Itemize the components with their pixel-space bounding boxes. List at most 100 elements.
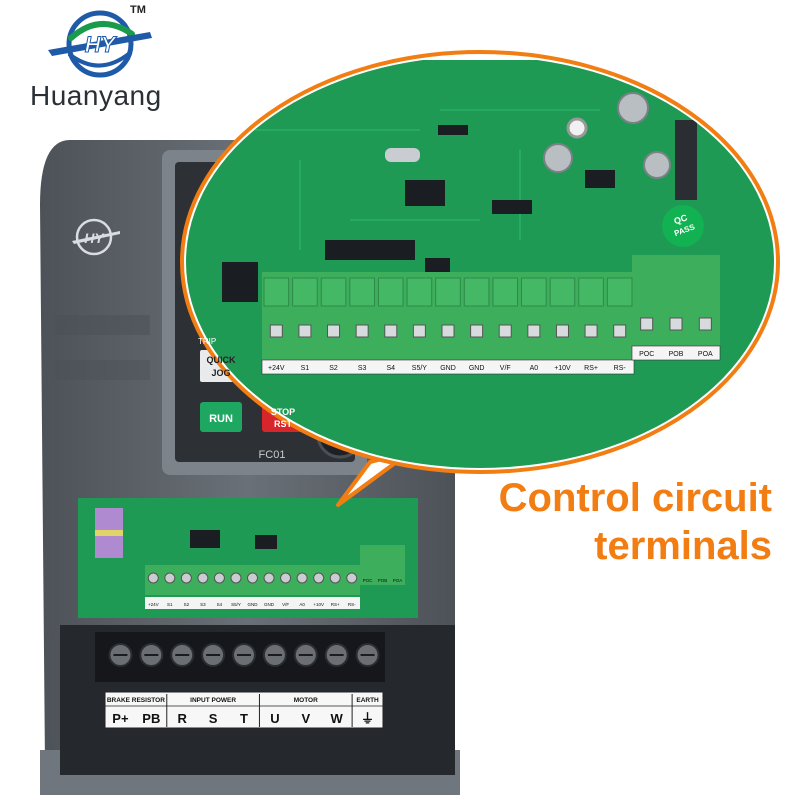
- lower-label-6: GND: [248, 602, 259, 607]
- relay-label-2: POA: [698, 351, 713, 358]
- lower-screw-0: [147, 572, 159, 584]
- terminal-slot-12: [613, 324, 627, 338]
- terminal-slot-10: [555, 324, 569, 338]
- terminal-slot-0: [269, 324, 283, 338]
- lower-label-7: GND: [264, 602, 275, 607]
- ic-chip-2: [492, 200, 532, 214]
- lower-terminal-screws: [147, 572, 358, 584]
- housing-side-ridge-lower: [55, 360, 150, 380]
- housing-side-ridge: [55, 315, 150, 335]
- stop-key-label: STOP: [271, 407, 295, 417]
- terminal-slot-7: [470, 324, 484, 338]
- power-group-title-1: INPUT POWER: [190, 697, 236, 704]
- relay-terminal-screws: [640, 317, 712, 331]
- lower-screw-1: [164, 572, 176, 584]
- lower-screw-3: [197, 572, 209, 584]
- power-label-plate: [104, 691, 384, 729]
- brand-name: Huanyang: [30, 80, 162, 111]
- model-label: FC01: [259, 449, 286, 461]
- lower-relay-label-2: POA: [393, 578, 403, 583]
- trip-label: TRIP: [198, 337, 216, 346]
- jog-key-label: JOG: [211, 368, 230, 378]
- lower-screw-9: [296, 572, 308, 584]
- relay-slot-0: [640, 317, 654, 331]
- terminal-label-2: S2: [329, 365, 338, 372]
- terminal-label-0: +24V: [268, 365, 285, 372]
- power-group-title-3: EARTH: [356, 697, 379, 704]
- lower-screw-12: [346, 572, 358, 584]
- lower-relay-block: [360, 545, 405, 585]
- housing-logo-icon: HY: [72, 218, 120, 256]
- quick-key-label: QUICK: [207, 355, 237, 365]
- power-label-6: V: [301, 711, 310, 726]
- terminal-top-8: [492, 277, 519, 307]
- power-terminal-screws: [108, 643, 380, 667]
- lower-label-4: S4: [217, 602, 223, 607]
- terminal-top-4: [377, 277, 404, 307]
- lower-terminal-label-strip: [145, 597, 360, 609]
- lower-screw-8: [280, 572, 292, 584]
- headline-line-1: Control circuit: [498, 476, 772, 520]
- lower-relay-label-1: POB: [378, 578, 388, 583]
- pcb-chip-2: [255, 535, 277, 549]
- lower-screw-2: [180, 572, 192, 584]
- lower-label-2: S2: [184, 602, 190, 607]
- pin-header: [675, 120, 697, 200]
- terminal-label-1: S1: [301, 365, 310, 372]
- svg-text:HY: HY: [84, 230, 105, 246]
- power-group-title-0: BRAKE RESISTOR: [107, 697, 165, 704]
- terminal-top-0: [263, 277, 290, 307]
- terminal-top-12: [606, 277, 633, 307]
- relay-label-strip: [631, 345, 721, 361]
- terminal-label-3: S3: [358, 365, 367, 372]
- terminal-label-5: S5/Y: [412, 365, 428, 372]
- terminal-top-5: [406, 277, 433, 307]
- terminal-label-6: GND: [440, 365, 456, 372]
- relay-terminal-block: [632, 255, 720, 347]
- lower-label-9: A0: [299, 602, 305, 607]
- terminal-label-7: GND: [469, 365, 485, 372]
- header-connector-2: [425, 258, 450, 272]
- lower-label-5: S5/Y: [231, 602, 241, 607]
- ic-chip-4: [438, 125, 468, 135]
- lower-label-8: V/F: [282, 602, 289, 607]
- logo-mark-text: HY: [85, 32, 118, 57]
- lower-relay-label-0: POC: [363, 578, 374, 583]
- power-label-0: P+: [112, 711, 129, 726]
- pcb-chip: [190, 530, 220, 548]
- lower-screw-5: [230, 572, 242, 584]
- terminal-top-2: [320, 277, 347, 307]
- rst-key-label: RST: [274, 419, 293, 429]
- relay-slot-1: [669, 317, 683, 331]
- lower-screw-10: [313, 572, 325, 584]
- terminal-slot-3: [355, 324, 369, 338]
- terminal-slot-11: [584, 324, 598, 338]
- crystal-oscillator: [385, 148, 420, 162]
- terminal-label-10: +10V: [554, 365, 571, 372]
- terminal-slot-1: [298, 324, 312, 338]
- mounting-hole: [566, 117, 588, 139]
- qc-pass-sticker: [662, 205, 704, 247]
- power-label-8: ⏚: [361, 711, 374, 726]
- run-key-label: RUN: [209, 413, 233, 425]
- terminal-slot-2: [327, 324, 341, 338]
- capacitor-3: [643, 151, 671, 179]
- lower-screw-7: [263, 572, 275, 584]
- run-key: [200, 402, 242, 432]
- terminal-top-11: [578, 277, 604, 307]
- terminal-label-12: RS-: [614, 365, 627, 372]
- ic-chip-3: [585, 170, 615, 188]
- terminal-label-4: S4: [386, 365, 395, 372]
- lower-label-3: S3: [200, 602, 206, 607]
- capacitor-2: [617, 92, 649, 124]
- terminal-slot-8: [498, 324, 512, 338]
- lower-label-12: RS-: [348, 602, 356, 607]
- power-label-4: T: [240, 711, 248, 726]
- power-label-5: U: [270, 711, 279, 726]
